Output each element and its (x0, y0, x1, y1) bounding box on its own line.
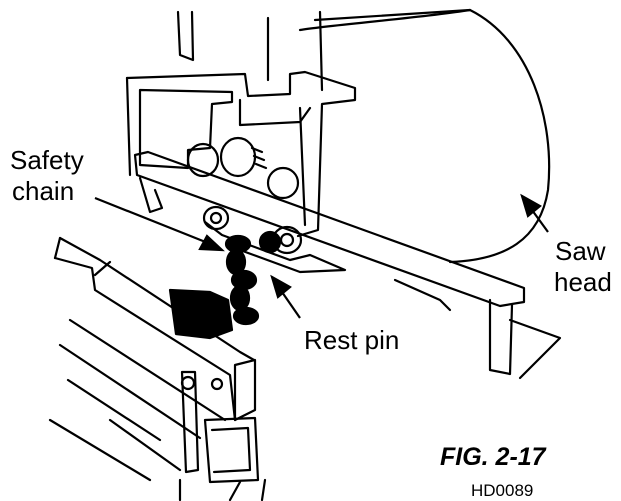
carriage-plate-rib (298, 106, 307, 227)
upper-roller-left (186, 142, 220, 178)
rest-pin-bolt-right-inner (279, 232, 295, 248)
rest-pin-arrowhead (270, 274, 292, 299)
saw-head-label-line1: Saw (555, 236, 606, 266)
rail-top (58, 236, 256, 362)
safety-chain (224, 230, 282, 326)
figure-number: FIG. 2-17 (440, 443, 546, 471)
back-plate-2 (266, 10, 324, 92)
rail-bolt (210, 377, 224, 391)
cross-bar-bracket-2 (508, 318, 562, 380)
saw-head-leader (531, 209, 549, 233)
carriage-plate (125, 70, 357, 238)
saw-head-arrowhead (520, 193, 542, 218)
rest-pin-bolt-left-inner (209, 211, 223, 225)
safety-chain-arrowhead (198, 234, 225, 252)
cross-bar-bracket (488, 298, 514, 376)
cross-bar-lower (138, 176, 164, 214)
upper-roller-center (219, 136, 257, 178)
saw-head-label-line2: head (554, 267, 612, 297)
safety-chain-label-line2: chain (12, 176, 75, 206)
back-plate (176, 10, 195, 62)
rest-pin-bolt-left (202, 205, 230, 231)
safety-chain-leader (94, 196, 209, 245)
rail-legs (178, 478, 267, 501)
cross-bar (133, 150, 526, 308)
rest-pin-label: Rest pin (304, 325, 400, 355)
roller-spring (250, 146, 268, 170)
rail-box (233, 358, 257, 422)
rail-post-knob (180, 375, 196, 391)
cross-bar-foot (393, 278, 452, 312)
rest-pin-plate (203, 220, 347, 274)
saw-head-housing (313, 8, 551, 264)
chain-bracket (168, 288, 234, 340)
rail-inner (58, 318, 227, 442)
carriage-plate-inner (138, 88, 234, 170)
rail-lower-box (203, 416, 260, 484)
safety-chain-label-line1: Safety (10, 145, 84, 175)
rail-top-2 (53, 256, 237, 422)
rail-bottom (48, 418, 182, 482)
upper-roller-right (266, 166, 300, 200)
rail-side (53, 236, 112, 277)
rest-pin-leader (281, 291, 301, 319)
saw-head-housing-edge (298, 8, 472, 32)
rail-lower-box-inner (210, 426, 252, 474)
carriage-plate-left (125, 76, 132, 177)
drawing-code: HD0089 (471, 481, 534, 500)
rail-post (180, 370, 200, 474)
carriage-plate-window (238, 98, 312, 127)
